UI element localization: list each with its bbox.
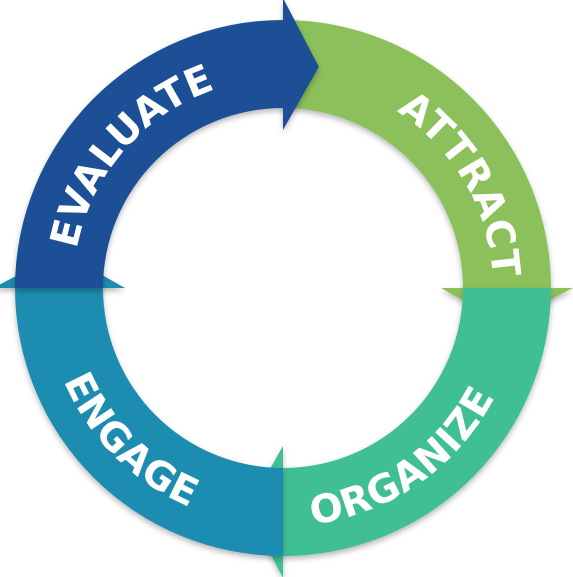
arrow-segment-evaluate	[15, 0, 319, 288]
arrow-segment-attract	[283, 20, 573, 324]
arrow-segment-organize	[247, 288, 551, 577]
arrow-segment-engage	[0, 252, 283, 556]
